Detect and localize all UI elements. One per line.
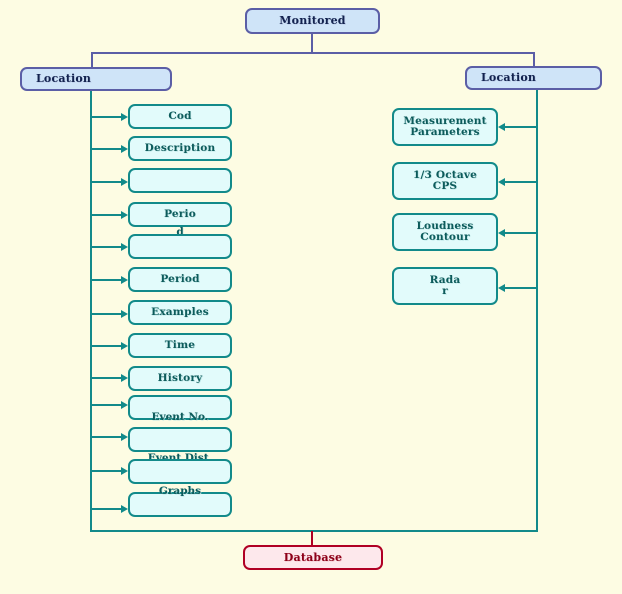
arrow-left-3 (121, 178, 128, 186)
connector-left-2 (92, 148, 122, 150)
node-location-right[interactable]: Location (465, 66, 602, 90)
node-perio-label: Perio (164, 207, 196, 220)
node-measurement-parameters[interactable]: Measurement Parameters (392, 108, 498, 146)
connector-left-1 (92, 116, 122, 118)
node-loudness-contour[interactable]: Loudness Contour (392, 213, 498, 251)
node-measurement-parameters-line2: Parameters (410, 126, 480, 138)
node-examples-label: Examples (151, 305, 209, 318)
node-period[interactable]: Period (128, 267, 232, 292)
node-radar[interactable]: Rada r (392, 267, 498, 305)
connector-left-10 (92, 404, 122, 406)
node-cod[interactable]: Cod (128, 104, 232, 129)
node-empty-3[interactable] (128, 395, 232, 420)
arrow-left-12 (121, 467, 128, 475)
node-octave-cps-line2: CPS (432, 180, 458, 192)
arrow-left-4 (121, 211, 128, 219)
node-period-label: Period (160, 272, 200, 285)
connector-left-12 (92, 470, 122, 472)
node-history[interactable]: History (128, 366, 232, 391)
connector-left-7 (92, 313, 122, 315)
connector-top-bus (91, 52, 535, 54)
node-time[interactable]: Time (128, 333, 232, 358)
connector-left-11 (92, 436, 122, 438)
connector-bus-to-left-location (91, 52, 93, 67)
node-location-right-label: Location (481, 71, 537, 85)
arrow-left-8 (121, 342, 128, 350)
connector-left-6 (92, 279, 122, 281)
spine-right (536, 90, 538, 532)
connector-left-3 (92, 181, 122, 183)
node-loudness-contour-line2: Contour (420, 231, 470, 243)
node-perio[interactable]: Perio (128, 202, 232, 227)
node-radar-line1: Rada (429, 273, 461, 286)
node-empty-6[interactable] (128, 492, 232, 517)
arrow-left-5 (121, 243, 128, 251)
arrow-right-3 (498, 229, 505, 237)
connector-right-4 (505, 287, 537, 289)
spine-left (90, 91, 92, 532)
connector-right-3 (505, 232, 537, 234)
node-measurement-parameters-line1: Measurement (403, 114, 487, 127)
connector-left-4 (92, 214, 122, 216)
arrow-left-2 (121, 145, 128, 153)
node-location-left[interactable]: Location (20, 67, 172, 91)
arrow-left-7 (121, 310, 128, 318)
node-monitored-label: Monitored (279, 14, 346, 28)
connector-to-database (311, 531, 313, 545)
arrow-left-11 (121, 433, 128, 441)
arrow-left-13 (121, 505, 128, 513)
node-time-label: Time (164, 338, 196, 351)
node-description-label: Description (144, 141, 216, 154)
arrow-right-2 (498, 178, 505, 186)
node-cod-label: Cod (168, 109, 192, 122)
connector-left-8 (92, 345, 122, 347)
node-empty-5[interactable] (128, 459, 232, 484)
connector-left-9 (92, 377, 122, 379)
node-octave-cps-line1: 1/3 Octave (412, 168, 478, 181)
arrow-left-1 (121, 113, 128, 121)
spine-bottom-bus (90, 530, 538, 532)
arrow-left-10 (121, 401, 128, 409)
node-database-label: Database (283, 550, 343, 564)
node-history-label: History (157, 371, 203, 384)
node-examples[interactable]: Examples (128, 300, 232, 325)
node-description[interactable]: Description (128, 136, 232, 161)
connector-left-13 (92, 508, 122, 510)
node-monitored[interactable]: Monitored (245, 8, 380, 34)
node-empty-4[interactable] (128, 427, 232, 452)
arrow-right-1 (498, 123, 505, 131)
arrow-left-6 (121, 276, 128, 284)
node-radar-line2: r (442, 285, 448, 297)
node-empty-2[interactable] (128, 234, 232, 259)
node-database[interactable]: Database (243, 545, 383, 570)
connector-right-2 (505, 181, 537, 183)
node-location-left-label: Location (36, 72, 92, 86)
arrow-left-9 (121, 374, 128, 382)
connector-bus-to-right-location (533, 52, 535, 67)
connector-root-stem (311, 34, 313, 53)
connector-right-1 (505, 126, 537, 128)
node-loudness-contour-line1: Loudness (416, 219, 474, 232)
arrow-right-4 (498, 284, 505, 292)
connector-left-5 (92, 246, 122, 248)
node-empty-1[interactable] (128, 168, 232, 193)
node-octave-cps[interactable]: 1/3 Octave CPS (392, 162, 498, 200)
